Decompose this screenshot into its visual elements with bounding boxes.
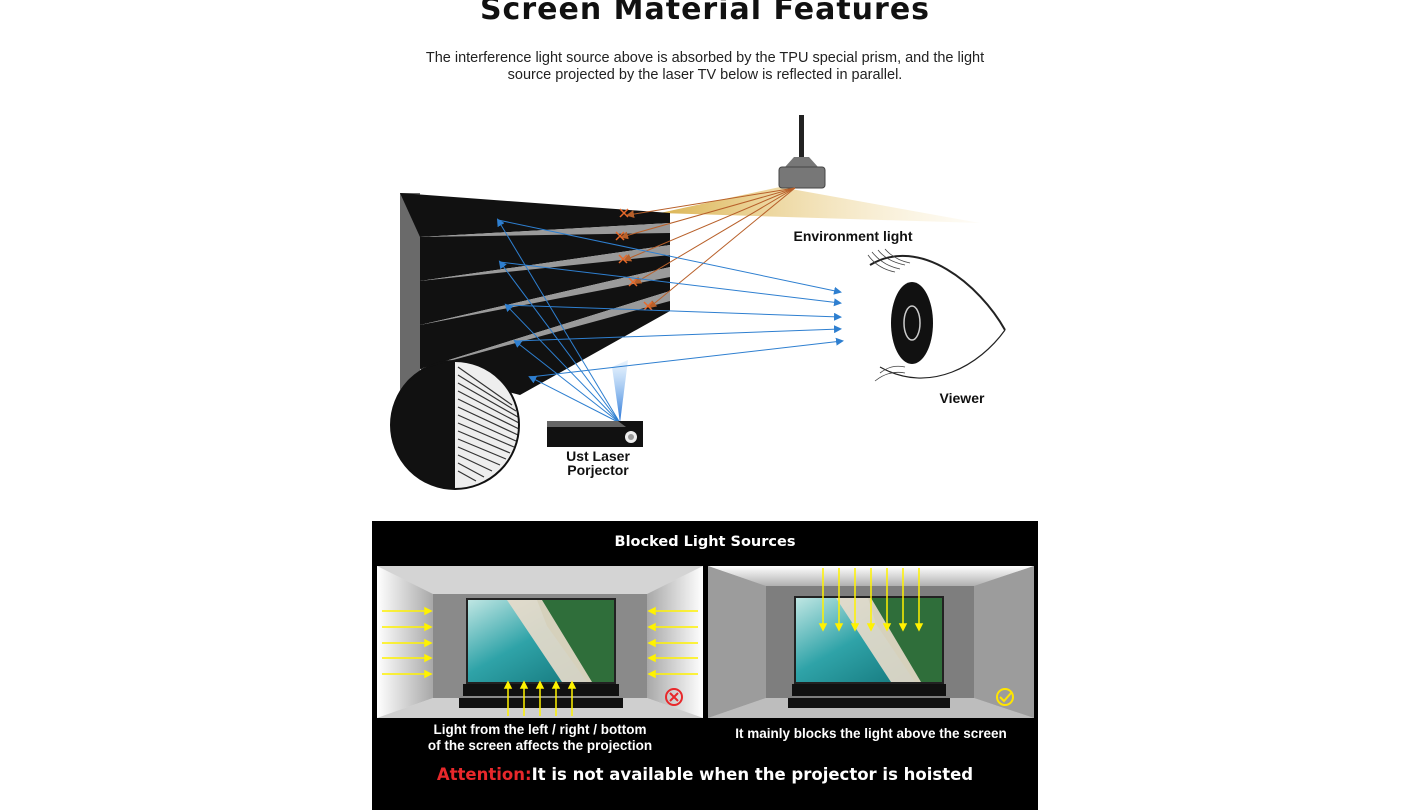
right-caption: It mainly blocks the light above the scr… [735,726,1007,741]
viewer-label: Viewer [940,390,985,406]
projector-rays [496,218,621,424]
environment-light-label: Environment light [794,228,913,244]
projector-label-line-2: Porjector [567,462,629,478]
blocked-marks [615,208,653,311]
eye-icon [867,248,1006,382]
magnifier-icon [390,360,520,490]
ceiling-lamp-icon [778,115,826,189]
prism-ridges [400,193,670,395]
description-line-2: source projected by the laser TV below i… [507,67,903,83]
projector-beam [612,360,628,423]
description-line-1: The interference light source above is a… [425,50,985,66]
reflected-rays [497,219,844,378]
blocked-light-panel: Blocked Light Sources [372,521,1038,810]
attention-text: It is not available when the projector i… [531,765,974,784]
projector-label-line-1: Ust Laser [566,448,630,464]
left-caption-line-1: Light from the left / right / bottom [433,722,647,737]
attention-label: Attention: [436,765,532,784]
check-icon [996,688,1014,706]
ambient-rays [620,187,796,309]
room-illustration-side-light [377,566,703,718]
attention-notice: Attention:It is not available when the p… [372,765,1038,784]
page-description: The interference light source above is a… [405,50,1005,84]
ambient-light-glow [660,187,980,223]
not-allowed-icon [665,688,683,706]
panel-title: Blocked Light Sources [614,534,796,550]
ust-projector-icon [547,421,643,447]
optical-diagram: Environment light Viewer Ust Laser Porje… [390,115,1006,490]
left-caption-line-2: of the screen affects the projection [427,738,653,753]
room-illustration-top-light [708,566,1034,718]
page-title: Screen Material Features [479,0,931,27]
screen-frame [400,193,420,390]
left-caption: Light from the left / right / bottom of … [377,722,703,754]
